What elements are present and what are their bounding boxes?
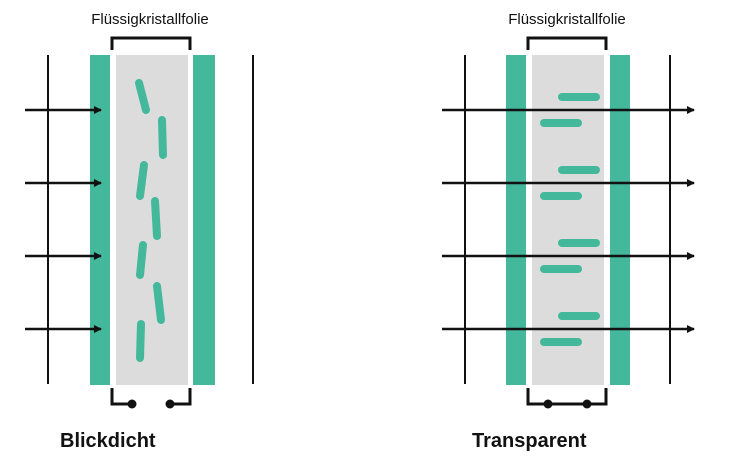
foil-bracket-top-left <box>110 36 192 50</box>
liquid-crystal-foil-right <box>532 55 604 385</box>
liquid-crystal-molecule <box>135 79 150 114</box>
caption-opaque: Blickdicht <box>60 430 156 452</box>
panel-opaque: Flüssigkristallfolie <box>25 11 254 409</box>
liquid-crystal-molecule <box>153 282 165 324</box>
foil-label-right: Flüssigkristallfolie <box>508 11 626 28</box>
foil-bracket-top-right <box>526 36 608 50</box>
liquid-crystal-molecule <box>136 161 148 200</box>
foil-label-left: Flüssigkristallfolie <box>91 11 209 28</box>
liquid-crystal-molecule <box>136 320 145 362</box>
glass-pane-left-a <box>90 55 110 385</box>
liquid-crystal-molecule <box>151 197 161 240</box>
liquid-crystal-foil-left <box>116 55 188 385</box>
switch-contact-dot <box>165 399 175 409</box>
switch-contact-dot <box>543 399 553 409</box>
glass-pane-right-b <box>610 55 630 385</box>
caption-transparent: Transparent <box>472 430 587 452</box>
panel-transparent: Flüssigkristallfolie <box>442 11 695 409</box>
glass-pane-left-b <box>193 55 215 385</box>
crystals-aligned <box>540 93 600 346</box>
crystals-random <box>135 79 167 362</box>
glass-pane-right-a <box>506 55 526 385</box>
circuit-wire <box>526 388 608 406</box>
circuit-open <box>110 388 192 409</box>
switch-contact-dot <box>582 399 592 409</box>
liquid-crystal-molecule <box>158 116 167 159</box>
circuit-wire-right <box>170 388 192 406</box>
light-rays-blocked <box>25 106 102 333</box>
circuit-closed <box>526 388 608 409</box>
liquid-crystal-molecule <box>136 241 147 279</box>
switch-contact-dot <box>127 399 137 409</box>
circuit-wire-left <box>110 388 132 406</box>
light-rays-passing <box>442 106 695 333</box>
